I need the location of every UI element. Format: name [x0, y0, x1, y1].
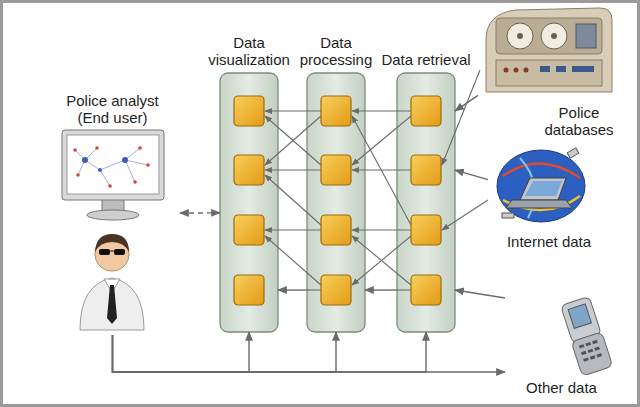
node-label: Internet data	[507, 233, 591, 250]
data-source: Internet data	[488, 140, 610, 250]
flow-arrow	[113, 335, 506, 372]
data-source: Police databases	[478, 5, 620, 138]
module-squares	[234, 96, 441, 305]
monitor-icon	[62, 130, 164, 220]
flow-arrow	[180, 212, 220, 214]
person-icon	[80, 234, 144, 330]
flow-arrow	[113, 332, 427, 372]
flow-arrow	[455, 170, 488, 179]
node-label: Police databases	[538, 104, 620, 138]
module-arrows	[265, 70, 488, 285]
layer-heading: Data retrieval	[380, 51, 472, 68]
layer-panel: Data retrieval	[397, 73, 455, 332]
flow-arrow	[113, 332, 250, 372]
flow-arrow	[455, 290, 505, 298]
flow-arrow	[278, 289, 307, 290]
node-label: Other data	[526, 379, 597, 396]
layer-heading: Data visualization	[203, 34, 295, 68]
column-panels	[220, 73, 455, 332]
flow-arrow	[455, 95, 478, 111]
flow-arrow	[113, 332, 337, 372]
database-machine-icon	[486, 8, 612, 92]
node-label: Police analyst (End user)	[57, 92, 169, 126]
end-user: Police analyst (End user)	[45, 92, 180, 335]
layer-panel: Data processing	[307, 73, 365, 332]
flow-arrow	[365, 289, 397, 290]
internet-icon	[497, 148, 585, 222]
layer-panel: Data visualization	[220, 73, 278, 332]
layer-heading: Data processing	[290, 34, 382, 68]
phone-icon	[561, 296, 613, 376]
data-source: Other data	[505, 290, 618, 396]
